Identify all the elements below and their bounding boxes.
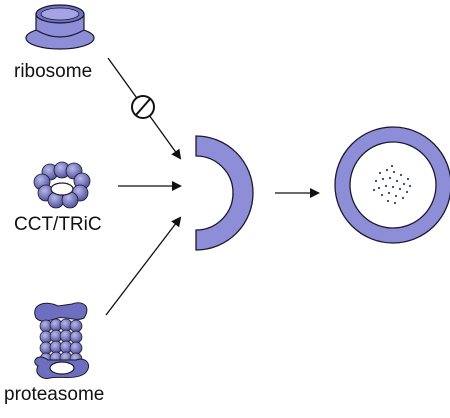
- arrow-proteasome: [105, 216, 182, 316]
- encapsulated-dots: [372, 164, 412, 205]
- ribosome-icon: [25, 4, 95, 50]
- closed-ring-shape: [334, 126, 450, 244]
- cct-tric-label: CCT/TRiC: [14, 214, 102, 235]
- ribosome-label: ribosome: [14, 61, 93, 82]
- proteasome-icon: [34, 302, 89, 379]
- proteasome-label: proteasome: [4, 384, 105, 405]
- half-ring-shape: [195, 135, 254, 251]
- cct-tric-icon: [33, 161, 91, 209]
- inhibition-symbol-icon: [131, 95, 155, 119]
